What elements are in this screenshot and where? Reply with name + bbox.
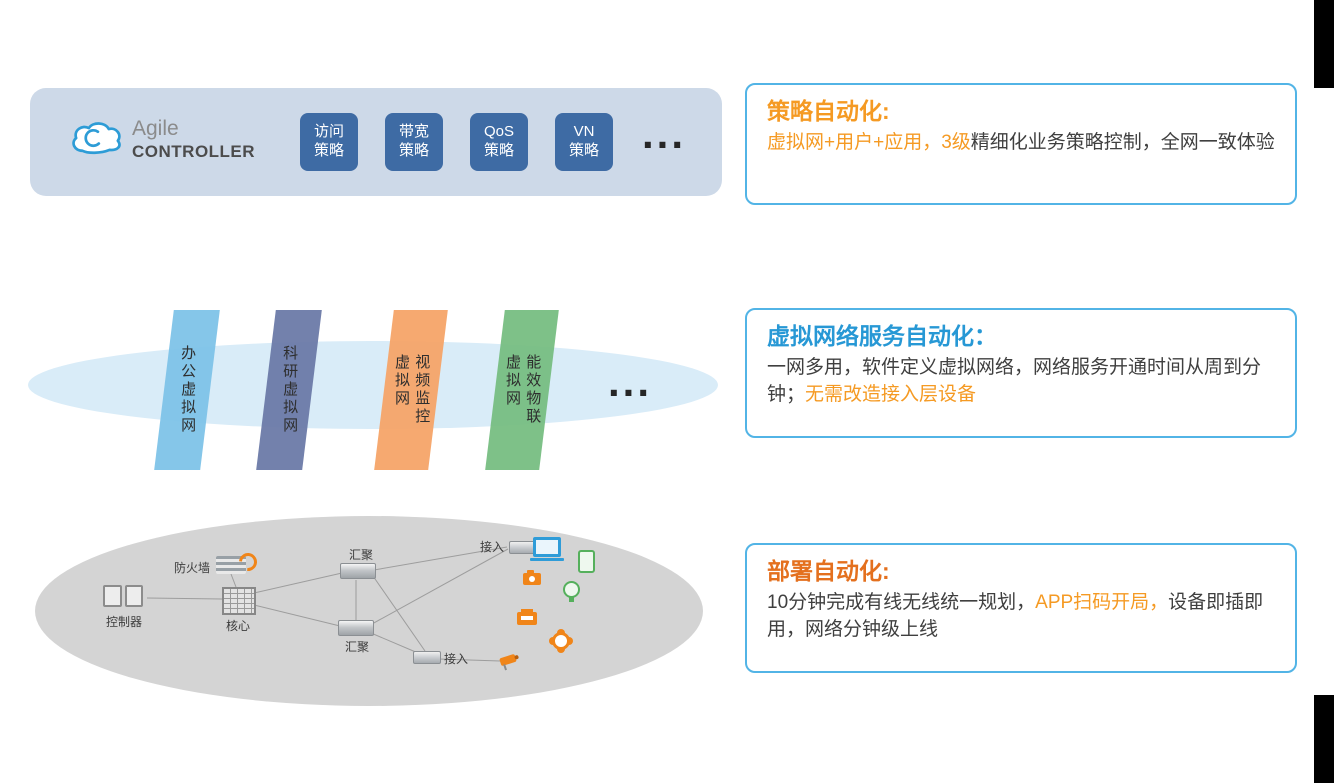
- more-policies-ellipsis: ...: [642, 110, 687, 157]
- printer-icon: [517, 609, 537, 625]
- callout-body: 一网多用，软件定义虚拟网络，网络服务开通时间从周到分钟；无需改造接入层设备: [767, 354, 1275, 409]
- controller-label: 控制器: [105, 615, 142, 629]
- policy-tile-bandwidth: 带宽 策略: [385, 113, 443, 171]
- plane-label-col: 能效物联: [524, 354, 542, 426]
- tile-line: 策略: [313, 142, 344, 159]
- callout-title: 部署自动化:: [767, 558, 890, 584]
- callout-text-segment: 设备即插即用，网络分钟级上线: [767, 591, 1264, 641]
- aggregation-bottom-switch-icon: [338, 620, 374, 636]
- cloud-icon: [72, 122, 121, 155]
- tile-line: 策略: [568, 142, 599, 159]
- screen-artifact-bottom: [1314, 695, 1334, 783]
- tile-line: 策略: [398, 142, 429, 159]
- vn-plane-energy-iot: 能效物联 虚拟网: [485, 310, 559, 470]
- access-bottom-switch-icon: [413, 651, 441, 664]
- vn-plane-office: 办公虚拟网: [154, 310, 220, 470]
- laptop-icon: [530, 537, 564, 561]
- aggregation-top-switch-icon: [340, 563, 376, 579]
- plane-label: 能效物联 虚拟网: [495, 310, 549, 470]
- callout-title: 虚拟网络服务自动化：: [767, 323, 997, 349]
- plane-label-col: 视频监控: [413, 354, 431, 426]
- policy-tile-access: 访问 策略: [300, 113, 358, 171]
- tablet-icon: [578, 550, 595, 573]
- plane-label-col: 虚拟网: [393, 354, 410, 408]
- access-top-label: 接入: [479, 540, 504, 554]
- camera-icon: [523, 570, 541, 585]
- firewall-icon: [216, 556, 246, 574]
- network-links: [146, 541, 536, 662]
- policy-tile-vn: VN 策略: [555, 113, 613, 171]
- controller-icon: [103, 585, 143, 607]
- callout-text-segment: 虚拟网+用户+应用，3级: [767, 131, 971, 153]
- access-bottom-label: 接入: [443, 652, 468, 666]
- callout-title: 策略自动化:: [767, 98, 890, 124]
- tile-line: 策略: [483, 142, 514, 159]
- callout-policy-automation: 策略自动化: 虚拟网+用户+应用，3级精细化业务策略控制，全网一致体验: [745, 83, 1297, 205]
- core-switch-icon: [222, 587, 256, 615]
- tile-line: 访问: [313, 123, 344, 141]
- more-virtual-networks-ellipsis: ...: [608, 358, 653, 405]
- gear-icon: [552, 632, 570, 650]
- callout-text-segment: 精细化业务策略控制，全网一致体验: [970, 131, 1275, 153]
- bulb-icon: [563, 581, 580, 602]
- callout-text-segment: 10分钟完成有线无线统一规划，: [767, 591, 1036, 613]
- callout-deployment-automation: 部署自动化: 10分钟完成有线无线统一规划，APP扫码开局，设备即插即用，网络分…: [745, 543, 1297, 673]
- callout-text-segment: APP扫码开局，: [1035, 591, 1169, 613]
- plane-label-col: 办公虚拟网: [179, 345, 197, 435]
- aggregation-bottom-label: 汇聚: [344, 640, 369, 654]
- tile-line: 带宽: [398, 123, 429, 141]
- core-label: 核心: [225, 619, 250, 633]
- aggregation-top-label: 汇聚: [348, 548, 373, 562]
- brand-product: CONTROLLER: [132, 142, 256, 162]
- brand: Agile CONTROLLER: [132, 116, 255, 163]
- firewall-label: 防火墙: [173, 561, 210, 575]
- screen-artifact-top: [1314, 0, 1334, 88]
- plane-label: 视频监控 虚拟网: [384, 310, 438, 470]
- callout-text-segment: 一网多用，软件定义虚拟网络，网络服务开通时间从周到分钟；: [767, 356, 1262, 406]
- brand-name: Agile: [132, 117, 179, 140]
- vn-plane-research: 科研虚拟网: [256, 310, 322, 470]
- callout-body: 虚拟网+用户+应用，3级精细化业务策略控制，全网一致体验: [767, 129, 1275, 157]
- tile-line: QoS: [483, 123, 514, 141]
- plane-label-col: 科研虚拟网: [281, 345, 299, 435]
- vn-plane-video-surveillance: 视频监控 虚拟网: [374, 310, 448, 470]
- callout-text-segment: 无需改造接入层设备: [805, 384, 977, 406]
- callout-virtual-network-automation: 虚拟网络服务自动化： 一网多用，软件定义虚拟网络，网络服务开通时间从周到分钟；无…: [745, 308, 1297, 438]
- plane-label: 办公虚拟网: [164, 310, 210, 470]
- plane-label: 科研虚拟网: [266, 310, 312, 470]
- physical-network: 控制器 防火墙 核心 汇聚 汇聚 接入 接入: [35, 516, 703, 706]
- policy-tile-qos: QoS 策略: [470, 113, 528, 171]
- callout-body: 10分钟完成有线无线统一规划，APP扫码开局，设备即插即用，网络分钟级上线: [767, 589, 1275, 644]
- physical-network-ellipse: [35, 516, 703, 706]
- tile-line: VN: [573, 123, 595, 141]
- plane-label-col: 虚拟网: [504, 354, 521, 408]
- virtual-network-ellipse: [28, 341, 718, 429]
- agile-controller-banner: Agile CONTROLLER 访问 策略 带宽 策略 QoS 策略 VN 策…: [30, 88, 722, 196]
